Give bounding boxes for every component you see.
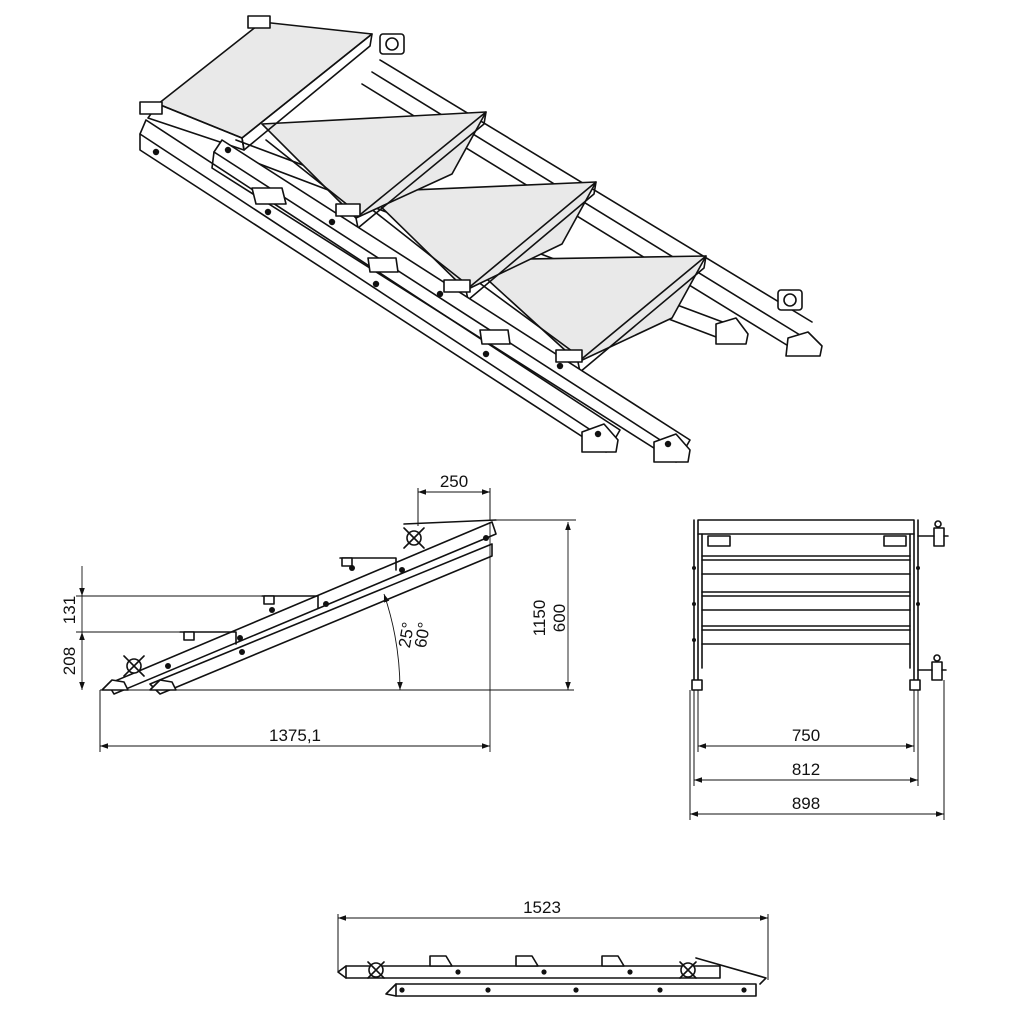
side-foot-left	[101, 679, 129, 691]
dim-mid-width: 812	[694, 760, 918, 783]
side-bolts	[165, 535, 489, 669]
dim-inner-height-label: 600	[550, 604, 569, 632]
dim-angle: 60° 25°	[383, 593, 434, 691]
front-view: 750 812 898	[689, 519, 949, 820]
side-clamp-top-icon	[403, 527, 425, 549]
folded-bolts	[399, 969, 747, 993]
bolts-front	[152, 146, 672, 448]
isometric-view	[139, 15, 823, 463]
dim-length: 1375,1	[99, 690, 490, 752]
dim-overall-width-label: 898	[792, 794, 820, 813]
tread-3	[365, 181, 597, 301]
dim-top-width: 250	[417, 472, 491, 526]
dim-top-width-label: 250	[440, 472, 468, 491]
tread-1-top-platform	[139, 15, 373, 151]
side-stringer-lower	[149, 543, 493, 695]
folded-view: 1523	[337, 898, 769, 997]
back-foot-right	[785, 331, 823, 357]
folded-clamp-left-icon	[367, 961, 385, 979]
back-clamp-top	[379, 33, 405, 55]
dim-total-height-label: 1150	[530, 600, 549, 637]
front-frame	[693, 519, 919, 681]
dim-inner-width-label: 750	[792, 726, 820, 745]
side-steps	[179, 557, 397, 645]
dim-folded-length: 1523	[337, 898, 769, 980]
back-clamp-bottom	[777, 289, 803, 311]
dim-rises: 131 208	[60, 566, 262, 690]
angle-max-label: 60°	[411, 621, 434, 650]
dim-bottom-rise-label: 208	[60, 647, 79, 675]
brace-plates	[251, 187, 583, 363]
dim-heights: 1150 600	[489, 519, 576, 752]
front-foot-right	[653, 433, 691, 463]
front-clamps	[917, 520, 949, 681]
front-foot-left	[581, 423, 619, 453]
front-feet	[691, 679, 921, 691]
folded-clamp-right-icon	[679, 961, 697, 979]
angle-min-label: 25°	[395, 621, 418, 650]
dim-step-rise-label: 131	[60, 596, 79, 624]
dim-inner-width: 750	[698, 726, 914, 749]
dim-mid-width-label: 812	[792, 760, 820, 779]
side-clamp-bottom-icon	[123, 655, 145, 677]
tread-2	[261, 111, 487, 229]
front-side-bolts	[692, 566, 920, 642]
side-foot-right	[149, 679, 177, 691]
back-foot-left	[715, 317, 749, 345]
dim-overall-width: 898	[690, 794, 944, 817]
dim-folded-length-label: 1523	[523, 898, 561, 917]
folded-steps	[429, 955, 625, 967]
folded-rail-upper	[345, 965, 721, 979]
side-view: 250 1150 600 131 208 60° 25°	[60, 472, 576, 752]
dim-length-label: 1375,1	[269, 726, 321, 745]
